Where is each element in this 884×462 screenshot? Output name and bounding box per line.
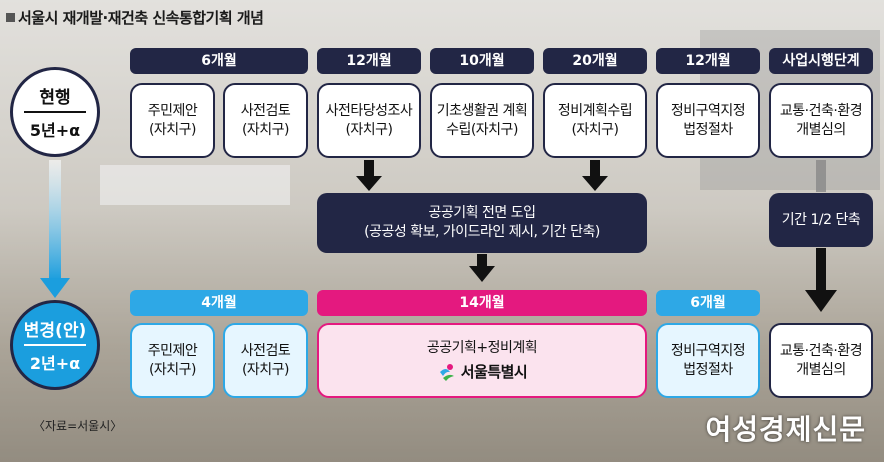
title-bullet-icon bbox=[6, 13, 15, 22]
seoul-logo: 서울특별시 bbox=[437, 362, 528, 382]
public-plan-line2: (공공성 확보, 가이드라인 제시, 기간 단축) bbox=[364, 224, 600, 240]
changed-circle: 변경(안) 2년+α bbox=[10, 300, 100, 390]
current-box-district-designation: 정비구역지정 법정절차 bbox=[656, 83, 760, 158]
current-period-3: 10개월 bbox=[430, 48, 534, 74]
current-box-maintenance-plan: 정비계획수립 (자치구) bbox=[543, 83, 647, 158]
changed-box-pre-review: 사전검토 (자치구) bbox=[223, 323, 308, 398]
current-box-feasibility: 사전타당성조사 (자치구) bbox=[317, 83, 421, 158]
public-plan-line1: 공공기획 전면 도입 bbox=[428, 205, 536, 221]
watermark: 여성경제신문 bbox=[705, 413, 866, 446]
period-cut-box: 기간 1/2 단축 bbox=[769, 193, 873, 247]
changed-label: 변경(안) bbox=[23, 321, 87, 341]
seoul-logo-icon bbox=[439, 364, 454, 381]
current-circle: 현행 5년+α bbox=[10, 67, 100, 157]
current-period-4: 20개월 bbox=[543, 48, 647, 74]
current-period-6: 사업시행단계 bbox=[769, 48, 873, 74]
public-plan-box: 공공기획 전면 도입 (공공성 확보, 가이드라인 제시, 기간 단축) bbox=[317, 193, 647, 253]
current-period-5: 12개월 bbox=[656, 48, 760, 74]
changed-box-resident-proposal: 주민제안 (자치구) bbox=[130, 323, 215, 398]
changed-box-review: 교통·건축·환경 개별심의 bbox=[769, 323, 873, 398]
current-box-basic-plan: 기초생활권 계획 수립(자치구) bbox=[430, 83, 534, 158]
current-box-review: 교통·건축·환경 개별심의 bbox=[769, 83, 873, 158]
source-note: 〈자료=서울시〉 bbox=[33, 419, 123, 433]
changed-divider bbox=[24, 344, 86, 346]
current-box-pre-review: 사전검토 (자치구) bbox=[223, 83, 308, 158]
background-tent bbox=[100, 165, 290, 205]
changed-period-2: 14개월 bbox=[317, 290, 647, 316]
changed-period-3: 6개월 bbox=[656, 290, 760, 316]
current-duration: 5년+α bbox=[29, 121, 81, 140]
current-box-resident-proposal: 주민제안 (자치구) bbox=[130, 83, 215, 158]
current-period-2: 12개월 bbox=[317, 48, 421, 74]
seoul-logo-text: 서울특별시 bbox=[460, 362, 528, 381]
changed-box-district-designation: 정비구역지정 법정절차 bbox=[656, 323, 760, 398]
changed-public-plan-text: 공공기획+정비계획 bbox=[426, 340, 538, 356]
current-label: 현행 bbox=[39, 88, 71, 108]
changed-period-1: 4개월 bbox=[130, 290, 308, 316]
changed-box-public-plan: 공공기획+정비계획 서울특별시 bbox=[317, 323, 647, 398]
current-period-1: 6개월 bbox=[130, 48, 308, 74]
current-divider bbox=[24, 111, 86, 113]
page-title: 서울시 재개발·재건축 신속통합기획 개념 bbox=[6, 7, 264, 28]
changed-duration: 2년+α bbox=[29, 354, 81, 373]
